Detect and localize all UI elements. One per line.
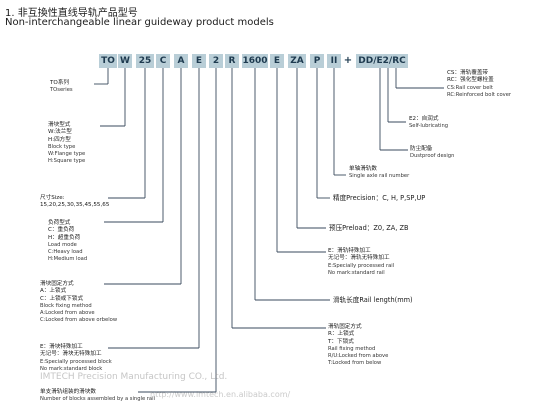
- note-block-processing: E：滑块特殊加工 无记号：滑块无特殊加工 E:Specially process…: [40, 344, 112, 372]
- note-self-lube: E2：自润式 Self-lubricating: [409, 116, 449, 130]
- watermark-company: IMTECH Precision Manufacturing CO., Ltd.: [40, 372, 228, 382]
- note-dust: 防尘配备 Dustproof design: [410, 146, 455, 160]
- code-rail-length: 1600: [242, 54, 268, 68]
- code-rail-fixing: R: [225, 54, 239, 68]
- note-rail-fixing: 滑轨固定方式 R：上锁式 T：下锁式 Rail fixing method R/…: [328, 324, 389, 367]
- note-block-fixing: 滑块固定方式 A：上锁式 C：上锁或下锁式 Block fixing metho…: [40, 281, 118, 324]
- note-load: 负荷型式 C：重负荷 H：超重负荷 Load mode C:Heavy load…: [48, 220, 88, 263]
- note-block-type: 滑块型式 W:法兰型 H:四方型 Block type W:Flange typ…: [48, 122, 86, 165]
- code-load: C: [156, 54, 170, 68]
- code-size: 25: [136, 54, 154, 68]
- note-preload: 预压Preload：Z0, ZA, ZB: [329, 224, 409, 232]
- code-preload: ZA: [288, 54, 306, 68]
- code-block-fixing: A: [174, 54, 188, 68]
- watermark-url: http://www.imtech.en.alibaba.com/: [150, 390, 291, 399]
- code-precision: P: [310, 54, 324, 68]
- code-blocks-per-rail: 2: [209, 54, 223, 68]
- code-plus: +: [343, 55, 353, 66]
- code-block-type: W: [118, 54, 132, 68]
- note-size: 尺寸Size: 15,20,25,30,35,45,55,65: [40, 195, 110, 209]
- heading-en: Non-interchangeable linear guideway prod…: [5, 17, 274, 28]
- note-rail-length: 滑轨长度Rail length(mm): [333, 296, 413, 304]
- note-series: TO系列 TOseries: [50, 80, 73, 94]
- note-cover: CS：滑轨覆盖带 RC：强化型螺栓盖 CS:Rail cover belt RC…: [447, 70, 512, 98]
- note-blocks-per-rail: 单支滑轨组装的滑块数 Number of blocks assembled by…: [40, 389, 155, 403]
- code-rail-processing: E: [270, 54, 284, 68]
- code-seal-options: DD/E2/RC: [356, 54, 408, 68]
- heading-cn: 1. 非互換性直线导轨产品型号: [5, 8, 138, 19]
- code-block-processing: E: [192, 54, 206, 68]
- note-rail-processing: E：滑轨特殊加工 无记号：滑轨无特殊加工 E:Specially process…: [328, 248, 395, 276]
- code-series: TO: [99, 54, 117, 68]
- note-precision: 精度Precision：C, H, P,SP,UP: [333, 194, 426, 202]
- code-single-axis: II: [327, 54, 341, 68]
- note-single-axis: 单轴滑轨数 Single axle rail number: [349, 166, 410, 180]
